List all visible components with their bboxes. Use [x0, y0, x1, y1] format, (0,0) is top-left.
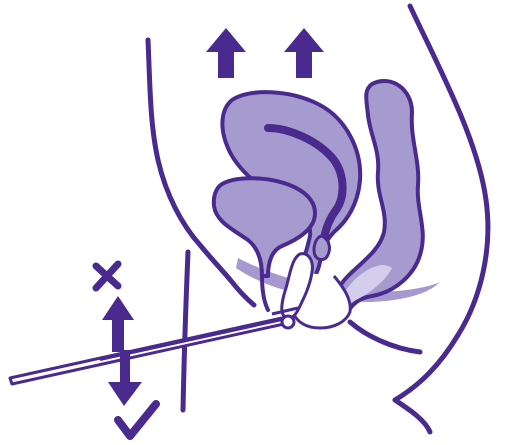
rod-tip-knob	[282, 316, 294, 328]
up-arrow-icon	[206, 28, 324, 78]
inserter-rod	[10, 308, 298, 384]
up-arrow-right-icon	[284, 28, 324, 78]
inner-thigh-contour	[395, 400, 430, 432]
device-bulb-tip	[314, 236, 329, 260]
buttock-contour	[350, 322, 420, 352]
up-arrow-left-icon	[206, 28, 246, 78]
check-icon	[118, 404, 156, 436]
cross-icon	[96, 264, 118, 288]
leg-contour	[183, 252, 188, 410]
